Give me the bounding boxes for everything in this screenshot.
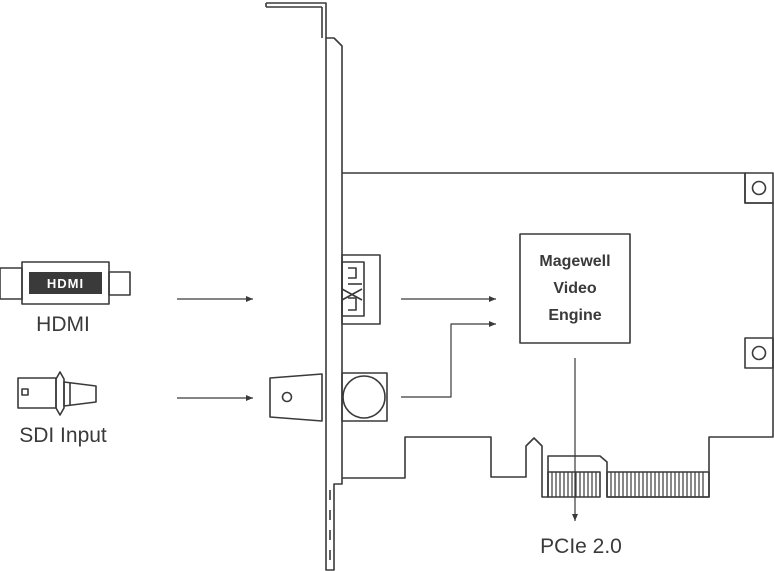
engine-line-3: Engine [548, 307, 602, 324]
hdmi-connector-text: HDMI [47, 276, 84, 291]
video-engine-label: Magewell Video Engine [520, 234, 630, 343]
mounting-hole-bottom [744, 337, 774, 369]
hdmi-port [341, 254, 381, 325]
sdi-bnc-port [269, 372, 388, 422]
mounting-hole-top [744, 172, 774, 204]
engine-line-1: Magewell [539, 253, 611, 270]
engine-line-2: Video [553, 280, 597, 297]
arrow-sdi-port-to-engine [401, 321, 496, 398]
sdi-connector-icon [17, 371, 97, 416]
hdmi-connector-icon [0, 261, 131, 305]
signal-arrows [177, 296, 578, 521]
pcie-gold-fingers [547, 471, 710, 498]
sdi-input-label: SDI Input [19, 424, 107, 447]
mounting-bracket [265, 2, 343, 571]
video-engine-chip [519, 233, 631, 344]
hdmi-input-label: HDMI [36, 313, 90, 336]
pcie-bus-label: PCIe 2.0 [540, 535, 622, 558]
